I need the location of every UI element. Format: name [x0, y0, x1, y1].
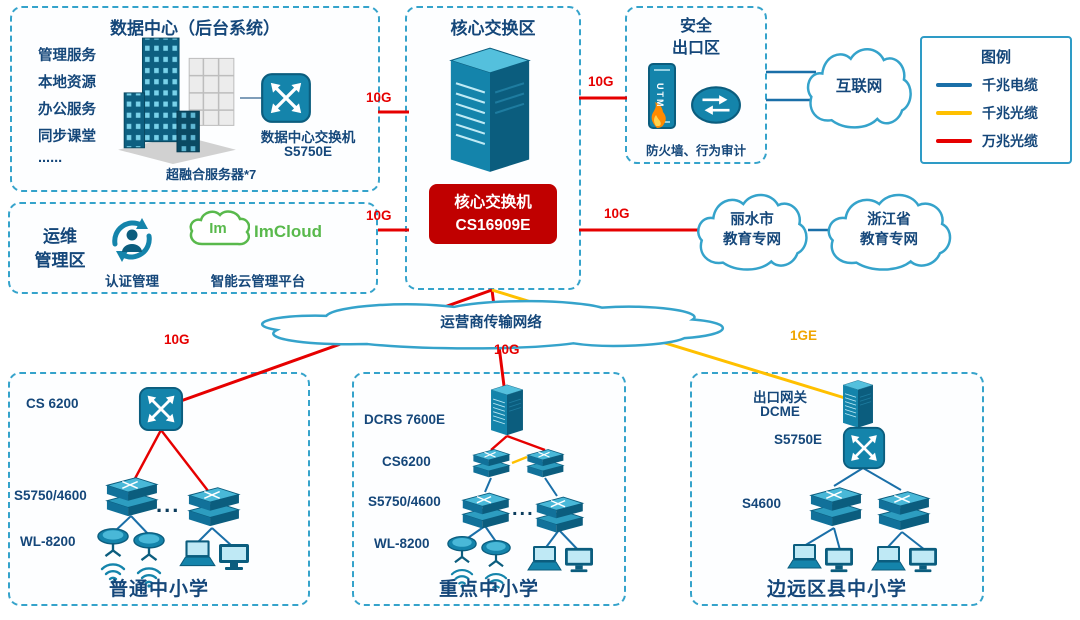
datacenter-title: 数据中心（后台系统） [110, 19, 280, 38]
laptop-icon [524, 544, 564, 574]
carrier-network-cloud: 运营商传输网络 [244, 298, 738, 350]
lishui-cloud-label-line2: 教育专网 [723, 232, 781, 248]
school1-name: 普通中小学 [108, 579, 209, 600]
datacenter-service-item: 办公服务 [38, 102, 96, 118]
carrier-cloud-label: 运营商传输网络 [440, 315, 542, 332]
laptop-icon [784, 542, 824, 572]
cloud-platform-label: 智能云管理平台 [210, 274, 306, 289]
imcloud-brand: ImCloud [254, 222, 322, 241]
gigabit-copper-label: 千兆电缆 [982, 77, 1038, 93]
ops-title-line1: 运维 [43, 227, 77, 246]
school3-access-switch-label: S4600 [742, 496, 782, 511]
zhejiang-edu-cloud: 浙江省 教育专网 [824, 190, 954, 272]
school2-chassis-icon [486, 382, 528, 438]
school1-switch-icon [138, 386, 184, 432]
link-label-core-edu: 10G [604, 206, 630, 221]
access-point-icon [94, 526, 132, 558]
school3-gateway-label-line1: 出口网关 [753, 390, 807, 405]
school3-name: 边远区县中小学 [766, 579, 907, 600]
school3-switch-stack-icon [872, 484, 932, 534]
core-zone-title: 核心交换区 [450, 19, 536, 38]
school1-core-switch-label: CS 6200 [26, 396, 79, 411]
core-switch-chassis-icon [438, 42, 542, 178]
internet-cloud: 互联网 [804, 44, 914, 130]
datacenter-switch-name: 数据中心交换机 [260, 130, 356, 145]
lishui-cloud-label-line1: 丽水市 [730, 212, 774, 229]
legend-row-fiber-1g: 千兆光缆 [922, 95, 1070, 123]
gigabit-copper-line-sample [936, 83, 972, 87]
security-title-line2: 出口区 [671, 40, 720, 57]
datacenter-service-item: 同步课堂 [38, 129, 96, 145]
school2-agg-switch-icon [522, 444, 566, 480]
datacenter-switch-model: S5750E [283, 144, 333, 159]
auth-management-icon [106, 214, 158, 266]
laptop-icon [868, 544, 908, 574]
legend-row-copper: 千兆电缆 [922, 67, 1070, 95]
legend-row-fiber-10g: 万兆光缆 [922, 123, 1070, 151]
school2-core-switch-label: DCRS 7600E [364, 412, 446, 427]
school3-gateway-icon [836, 378, 880, 430]
datacenter-service-item: 管理服务 [38, 48, 96, 64]
school2-agg-switch-icon [468, 444, 512, 480]
laptop-icon [176, 538, 218, 570]
link-label-school1: 10G [164, 332, 190, 347]
link-label-core-security: 10G [588, 74, 614, 89]
gigabit-fiber-label: 千兆光缆 [982, 105, 1038, 121]
hyperconverged-server-label: 超融合服务器*7 [166, 167, 257, 182]
school2-wireless-label: WL-8200 [374, 536, 430, 551]
gigabit-fiber-line-sample [936, 111, 972, 115]
datacenter-service-item: ...... [38, 150, 63, 166]
link-label-school2: 10G [494, 342, 520, 357]
tengig-fiber-label: 万兆光缆 [982, 133, 1038, 149]
school3-switch-stack-icon [804, 480, 864, 530]
server-building-icon [116, 32, 238, 166]
monitor-icon [906, 546, 940, 574]
datacenter-switch-icon [260, 72, 312, 124]
core-switch-badge: 核心交换机 CS16909E [429, 184, 557, 244]
monitor-icon [562, 546, 596, 574]
zhejiang-cloud-label-line1: 浙江省 [867, 212, 911, 229]
school2-name: 重点中小学 [438, 579, 539, 600]
school1-wireless-label: WL-8200 [20, 534, 76, 549]
datacenter-service-item: 本地资源 [38, 75, 96, 91]
school3-core-switch-label: S5750E [774, 432, 823, 447]
school1-switch-stack-icon [182, 480, 242, 530]
legend: 图例 千兆电缆 千兆光缆 万兆光缆 [920, 36, 1072, 164]
auth-management-label: 认证管理 [105, 274, 159, 289]
school2-ellipsis: ... [512, 498, 535, 520]
school3-internal-links [803, 425, 926, 551]
access-point-icon [130, 530, 168, 562]
link-label-dc-core: 10G [366, 90, 392, 105]
link-label-school3: 1GE [790, 328, 818, 343]
ops-title-line2: 管理区 [34, 251, 86, 270]
lishui-edu-cloud: 丽水市 教育专网 [694, 190, 810, 272]
school2-agg-switch-label: CS6200 [382, 454, 431, 469]
school3-gateway-label-line2: DCME [760, 404, 800, 419]
school2-access-switch-label: S5750/4600 [368, 494, 441, 509]
link-label-ops-core: 10G [366, 208, 392, 223]
access-point-icon [478, 538, 514, 568]
school2-switch-stack-icon [456, 486, 512, 532]
legend-title: 图例 [980, 49, 1011, 66]
access-point-icon [444, 534, 480, 564]
internet-cloud-label: 互联网 [835, 77, 883, 95]
ops-zone-box [8, 202, 378, 294]
school1-switch-stack-icon [100, 470, 160, 520]
school1-ellipsis: ... [156, 492, 181, 517]
school2-switch-stack-icon [530, 490, 586, 536]
core-switch-model: CS16909E [455, 217, 531, 234]
school1-access-switch-label: S5750/4600 [14, 488, 87, 503]
tengig-fiber-line-sample [936, 139, 972, 143]
security-title-line1: 安全 [679, 18, 712, 35]
imcloud-logo-text: Im [209, 220, 227, 237]
core-switch-name: 核心交换机 [454, 193, 532, 211]
router-icon [690, 84, 742, 126]
utm-label: UTM [655, 83, 665, 109]
school3-switch-icon [842, 426, 886, 470]
monitor-icon [822, 546, 856, 574]
monitor-icon [216, 542, 252, 572]
security-caption: 防火墙、行为审计 [645, 144, 746, 158]
zhejiang-cloud-label-line2: 教育专网 [860, 232, 918, 248]
